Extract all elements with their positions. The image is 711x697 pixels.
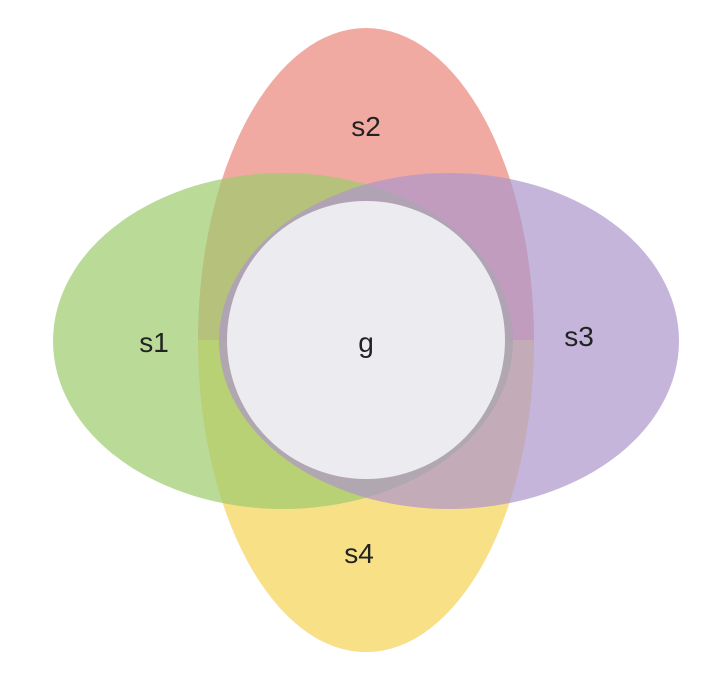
set-s1-label: s1 — [139, 327, 169, 358]
set-s2-label: s2 — [351, 111, 381, 142]
set-s4-label: s4 — [344, 538, 374, 569]
center-g-circle — [227, 201, 505, 479]
center-g-label: g — [358, 327, 374, 358]
set-s3-label: s3 — [564, 321, 594, 352]
